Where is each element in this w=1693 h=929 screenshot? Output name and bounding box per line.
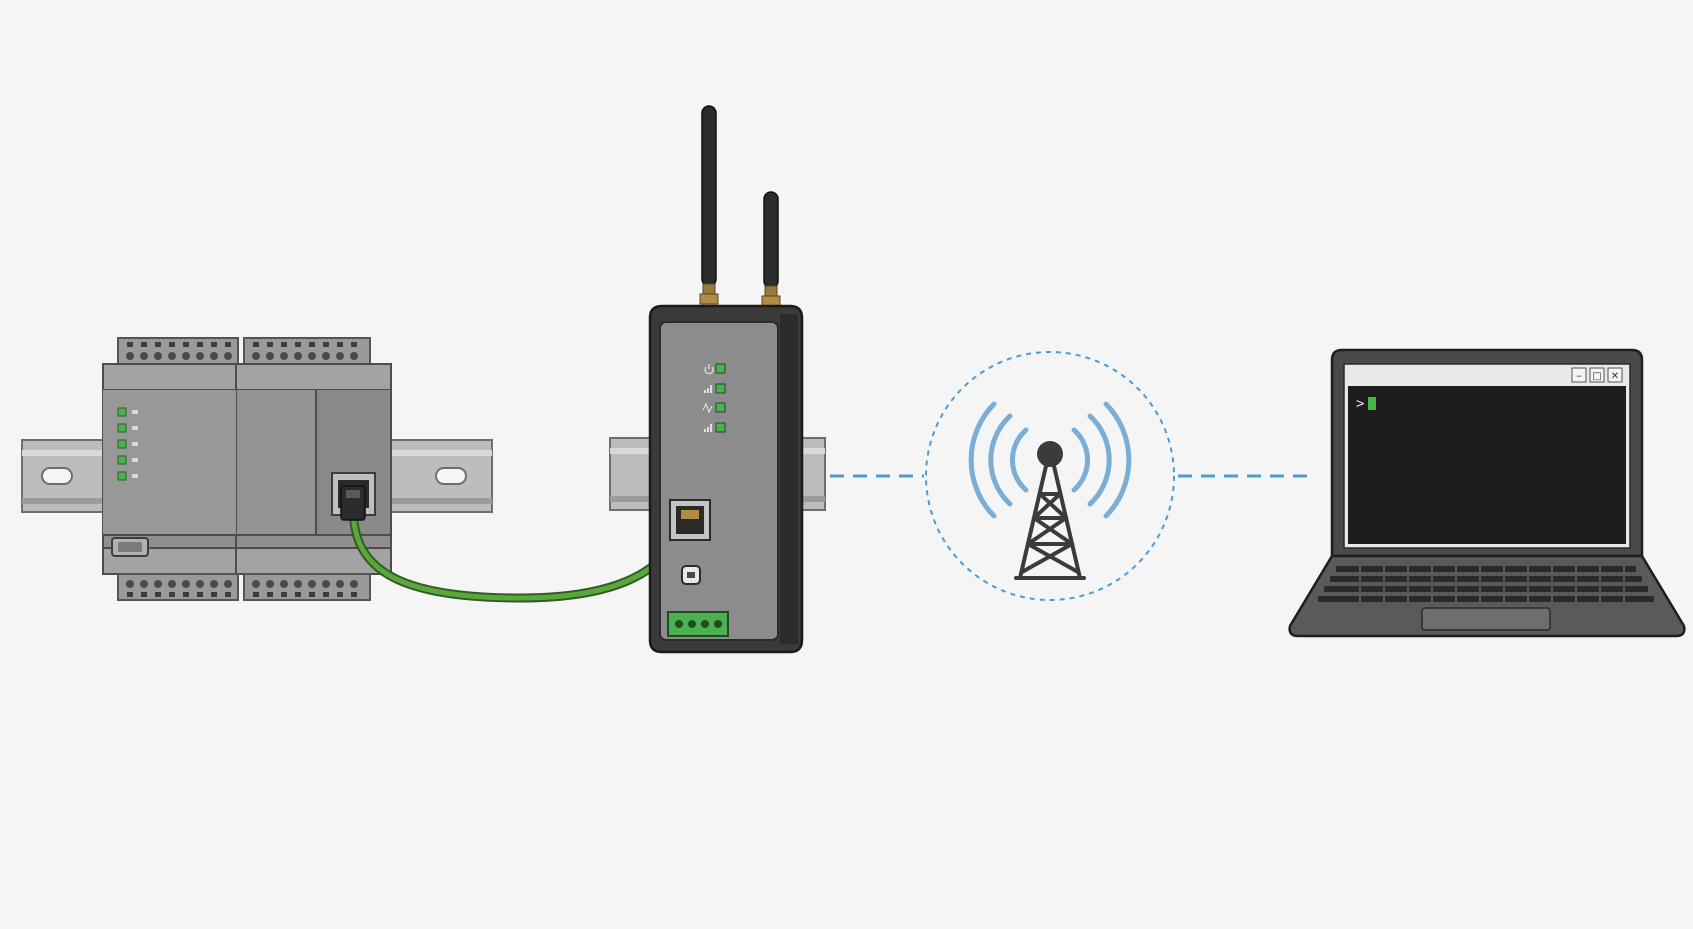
terminal-cursor [1368, 397, 1376, 410]
industrial-router [648, 105, 804, 654]
maximize-icon: □ [1592, 371, 1601, 382]
router-ethernet-port [669, 499, 711, 541]
plc-terminal-block-bottom [117, 573, 371, 601]
signal-bars-icon [704, 424, 712, 432]
minimize-icon: – [1576, 369, 1582, 382]
activity-icon [702, 402, 713, 414]
usb-port-icon [681, 565, 701, 585]
power-terminal-block [667, 611, 729, 637]
maximize-button[interactable]: □ [1589, 367, 1605, 383]
laptop-touchpad[interactable] [1421, 607, 1551, 631]
laptop: – □ ✕ > [1288, 348, 1686, 638]
minimize-button[interactable]: – [1571, 367, 1587, 383]
signal-bars-icon [704, 385, 712, 393]
close-button[interactable]: ✕ [1607, 367, 1623, 383]
antenna-short-icon [761, 191, 781, 307]
power-icon [704, 364, 714, 375]
plc-controller [102, 337, 392, 601]
plc-terminal-block-top [117, 337, 371, 365]
plc-card-slot-icon [111, 537, 149, 557]
antenna-tall-icon [699, 105, 719, 305]
terminal-prompt: > [1356, 396, 1364, 412]
terminal-window[interactable] [1348, 386, 1626, 544]
window-controls: – □ ✕ [1571, 367, 1623, 383]
cellular-network [925, 351, 1175, 601]
cell-tower-icon [968, 401, 1132, 580]
close-icon: ✕ [1611, 371, 1619, 382]
plc-status-leds [117, 407, 138, 481]
router-status-leds [702, 363, 726, 433]
